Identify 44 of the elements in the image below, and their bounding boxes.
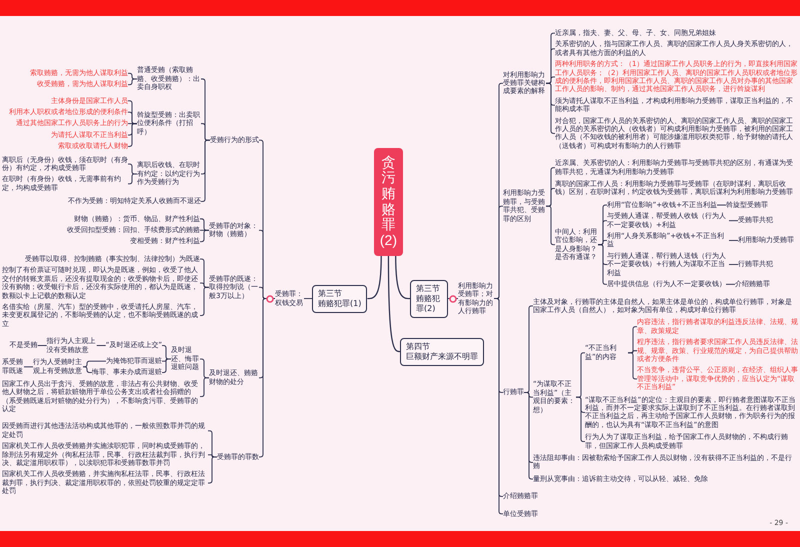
branch-line — [208, 456, 218, 484]
branch-line — [546, 82, 556, 134]
branch-line — [716, 204, 726, 206]
branch-line — [24, 366, 34, 368]
branch-line — [598, 240, 608, 246]
branch-curve — [395, 256, 410, 300]
branch-line — [200, 230, 210, 242]
branch-line — [37, 345, 48, 346]
branch-line — [82, 366, 92, 373]
branch-line — [576, 352, 586, 398]
branch-line — [448, 298, 458, 300]
section-box — [400, 338, 484, 366]
branch-line — [728, 240, 738, 241]
section-number: 第四节 — [406, 342, 431, 352]
section-box — [410, 280, 448, 318]
title-box — [374, 148, 403, 256]
section-title: 贿赂犯罪(2) — [416, 294, 441, 314]
branch-line — [200, 140, 210, 202]
branch-line — [726, 284, 736, 285]
branch-line — [82, 360, 106, 368]
section-number: 第三节 — [318, 288, 343, 299]
branch-curve — [388, 256, 400, 352]
branch-line — [524, 392, 534, 480]
branch-line — [546, 206, 556, 246]
branch-line — [598, 244, 608, 285]
branch-line — [576, 396, 586, 442]
branch-line — [200, 123, 210, 141]
section-box — [312, 284, 368, 313]
branch-line — [304, 298, 312, 300]
branch-line — [728, 264, 738, 265]
branch-line — [200, 377, 210, 398]
branch-line — [162, 358, 172, 373]
branch-curve — [367, 256, 382, 300]
branch-line — [128, 174, 138, 184]
branch-line — [96, 345, 106, 346]
branch-line — [628, 352, 638, 380]
title-text: 贪污贿赂罪(2) — [379, 154, 398, 249]
branch-line — [128, 123, 138, 147]
section-number: 第三节 — [416, 284, 441, 294]
branch-line — [200, 286, 210, 316]
branch-line — [128, 78, 138, 86]
branch-line — [728, 220, 738, 222]
section-title: 巨额财产来源不明罪 — [406, 352, 478, 362]
section-title: 贿赂犯罪(1) — [318, 298, 362, 309]
